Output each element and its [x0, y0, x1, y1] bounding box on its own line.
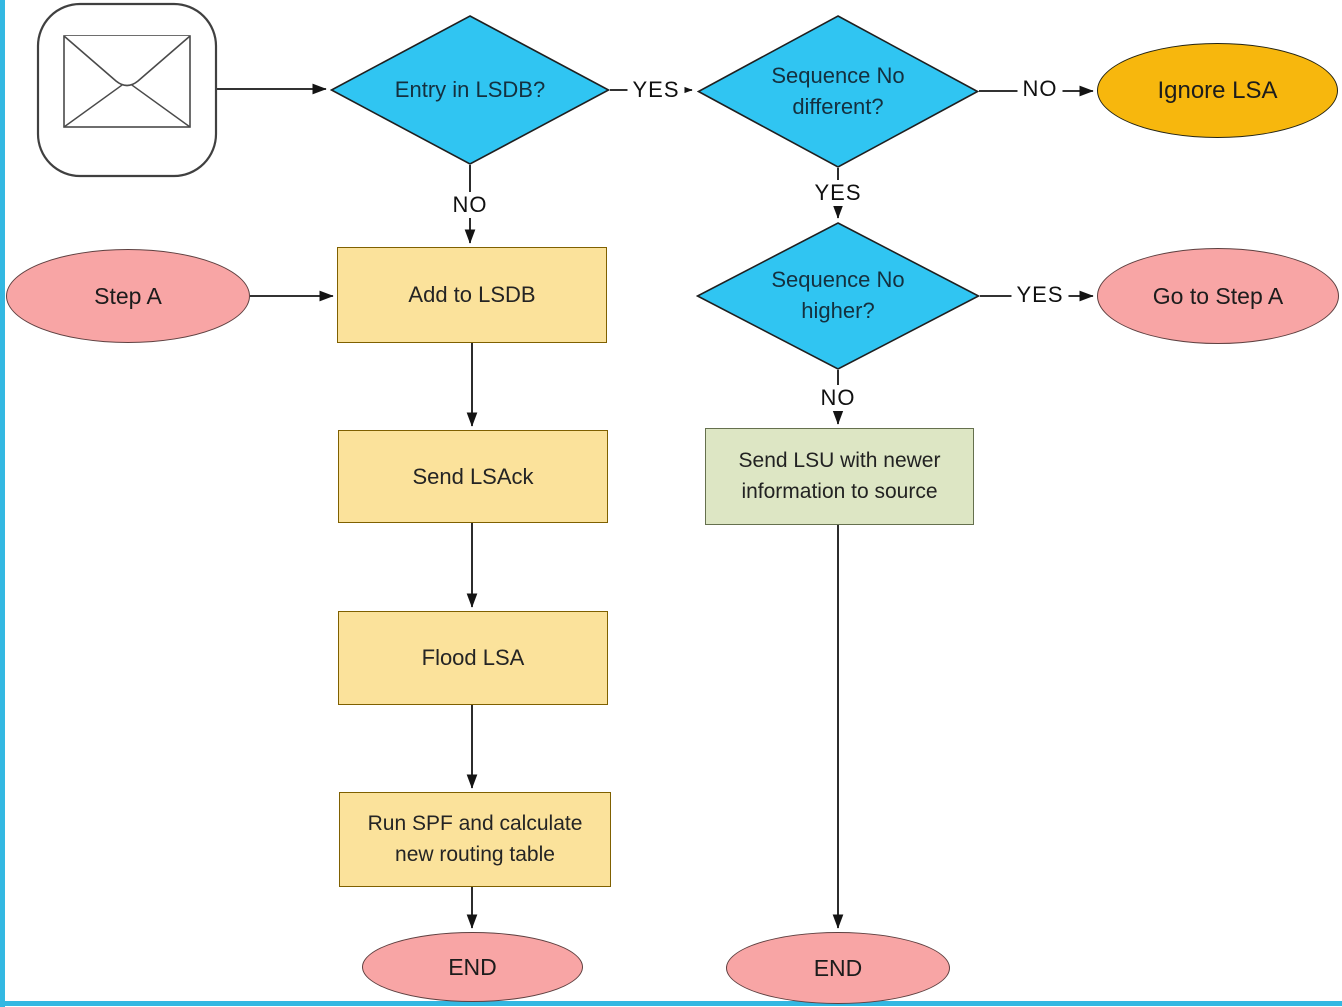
edge-label-higher-yes: YES — [1011, 282, 1069, 308]
edge-label-entry-yes: YES — [627, 77, 685, 103]
node-send-lsu: Send LSU with newer information to sourc… — [705, 428, 974, 525]
node-label: END — [448, 953, 497, 980]
slide-border-left — [0, 0, 5, 1007]
node-label: Flood LSA — [421, 645, 525, 670]
node-add-to-lsdb: Add to LSDB — [337, 247, 607, 343]
node-label-line1: Sequence No — [771, 62, 905, 88]
edge-label-higher-no: NO — [815, 385, 861, 411]
envelope-icon — [36, 2, 218, 178]
node-end-right: END — [726, 932, 950, 1004]
node-label: Entry in LSDB? — [394, 76, 546, 102]
node-ignore-lsa: Ignore LSA — [1097, 43, 1338, 138]
node-label-line2: new routing table — [395, 842, 555, 866]
edge-label-different-yes: YES — [809, 180, 867, 206]
node-entry-in-lsdb: Entry in LSDB? — [330, 15, 610, 165]
edge-label-different-no: NO — [1017, 76, 1063, 102]
node-label: Sequence No different? — [771, 61, 904, 123]
edge-label-entry-no: NO — [447, 192, 493, 218]
node-step-a: Step A — [6, 249, 250, 343]
node-flood-lsa: Flood LSA — [338, 611, 608, 705]
node-label-line1: Send LSU with newer — [738, 449, 941, 473]
node-label: Send LSU with newer information to sourc… — [739, 446, 941, 507]
node-label: Step A — [94, 282, 162, 309]
node-label-line1: Run SPF and calculate — [367, 812, 583, 836]
node-label: Run SPF and calculate new routing table — [368, 809, 583, 870]
node-label: Ignore LSA — [1157, 76, 1278, 104]
node-label: Add to LSDB — [408, 282, 536, 307]
node-go-to-step-a: Go to Step A — [1097, 248, 1339, 344]
node-label-line2: different? — [792, 93, 884, 119]
node-sequence-no-higher: Sequence No higher? — [696, 222, 980, 370]
node-run-spf: Run SPF and calculate new routing table — [339, 792, 611, 887]
node-label: Sequence No higher? — [771, 265, 904, 327]
node-label-line2: information to source — [741, 479, 938, 503]
node-send-lsack: Send LSAck — [338, 430, 608, 523]
node-sequence-no-different: Sequence No different? — [697, 15, 979, 168]
node-label: Send LSAck — [412, 463, 534, 489]
node-label: END — [813, 954, 863, 981]
slide-border-bottom — [0, 1001, 1342, 1006]
node-label-line1: Sequence No — [771, 267, 905, 293]
node-label: Go to Step A — [1152, 282, 1284, 309]
node-label-line2: higher? — [801, 298, 875, 323]
node-end-left: END — [362, 932, 583, 1002]
